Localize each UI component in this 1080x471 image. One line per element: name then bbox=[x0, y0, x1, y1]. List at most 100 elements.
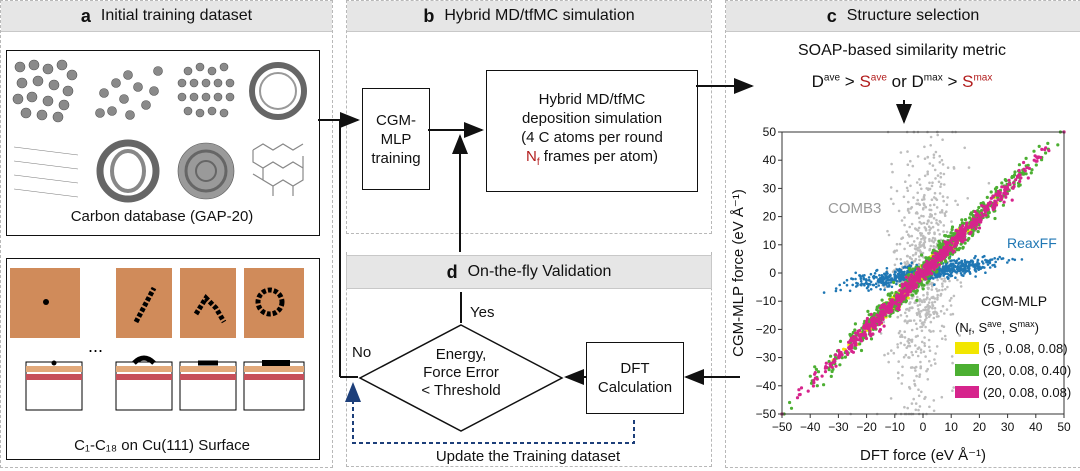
data-point bbox=[968, 272, 972, 275]
data-point bbox=[943, 334, 947, 338]
data-point bbox=[898, 270, 901, 274]
data-point bbox=[899, 277, 902, 280]
data-point bbox=[990, 258, 994, 261]
data-point bbox=[938, 233, 941, 236]
data-point bbox=[984, 271, 987, 274]
panel-c-title: Structure selection bbox=[846, 7, 980, 24]
data-point bbox=[943, 214, 947, 217]
data-point bbox=[903, 247, 906, 251]
data-point bbox=[919, 351, 923, 354]
data-point bbox=[931, 303, 934, 307]
data-point bbox=[937, 223, 940, 226]
data-point bbox=[904, 319, 907, 322]
data-point bbox=[922, 298, 926, 301]
data-point bbox=[896, 315, 900, 319]
data-point bbox=[951, 361, 954, 365]
data-point bbox=[940, 277, 943, 281]
data-point bbox=[927, 315, 931, 319]
cu-surface-caption: C₁-C₁₈ on Cu(111) Surface bbox=[74, 437, 250, 454]
data-point bbox=[918, 243, 921, 246]
data-point bbox=[903, 405, 906, 409]
data-point bbox=[913, 259, 917, 263]
data-point bbox=[903, 336, 907, 339]
data-point bbox=[864, 278, 868, 281]
data-point bbox=[971, 261, 974, 265]
data-point bbox=[958, 267, 961, 270]
nf-symbol: Nf bbox=[526, 148, 540, 168]
mlp-line-3: training bbox=[371, 149, 421, 167]
data-point bbox=[923, 344, 927, 348]
data-point bbox=[948, 299, 952, 302]
data-point bbox=[966, 197, 969, 200]
data-point bbox=[926, 219, 930, 223]
data-point bbox=[845, 283, 849, 287]
data-point bbox=[906, 340, 909, 343]
data-point bbox=[941, 282, 944, 285]
data-point bbox=[907, 356, 910, 359]
data-point bbox=[959, 285, 963, 288]
data-point bbox=[910, 222, 914, 226]
data-point bbox=[950, 271, 954, 274]
data-point bbox=[941, 265, 945, 268]
ellipsis-text: ... bbox=[88, 336, 103, 356]
data-point bbox=[941, 163, 945, 166]
data-point bbox=[912, 196, 915, 199]
data-point bbox=[895, 249, 899, 252]
data-point bbox=[886, 285, 889, 288]
data-point bbox=[924, 308, 927, 312]
data-point bbox=[929, 244, 933, 248]
data-point bbox=[917, 308, 920, 311]
data-point bbox=[924, 227, 928, 230]
data-point bbox=[890, 349, 893, 352]
data-point bbox=[958, 334, 961, 337]
data-point bbox=[932, 311, 935, 314]
data-point bbox=[959, 272, 963, 275]
data-point bbox=[934, 362, 937, 365]
data-point bbox=[895, 282, 898, 286]
data-point bbox=[908, 225, 911, 229]
data-point bbox=[920, 222, 923, 225]
mlp-line-2: MLP bbox=[380, 130, 412, 148]
data-point bbox=[943, 312, 946, 315]
data-point bbox=[973, 268, 977, 271]
data-point bbox=[886, 277, 889, 280]
data-point bbox=[962, 274, 965, 277]
data-point bbox=[963, 272, 966, 275]
data-point bbox=[944, 272, 947, 276]
data-point bbox=[945, 210, 948, 213]
data-point bbox=[883, 272, 886, 276]
data-point bbox=[911, 366, 914, 369]
data-point bbox=[848, 289, 852, 293]
data-point bbox=[926, 155, 929, 159]
data-point bbox=[839, 288, 842, 292]
data-point bbox=[943, 212, 947, 215]
data-point bbox=[972, 265, 975, 268]
data-point bbox=[941, 285, 944, 288]
data-point bbox=[943, 277, 946, 280]
data-point bbox=[914, 344, 917, 347]
data-point bbox=[923, 246, 926, 249]
graphene-sheet-icon bbox=[252, 143, 304, 196]
data-point bbox=[903, 216, 906, 219]
data-point bbox=[993, 257, 996, 260]
data-point bbox=[929, 204, 932, 207]
data-point bbox=[943, 267, 947, 270]
similarity-metric-formula: Dave > Save or Dmax > Smax bbox=[811, 72, 993, 91]
data-point bbox=[918, 183, 922, 187]
data-point bbox=[952, 167, 956, 170]
data-point bbox=[920, 187, 923, 191]
scatter-points bbox=[780, 130, 1066, 416]
data-point bbox=[911, 353, 914, 357]
data-point bbox=[932, 409, 936, 413]
data-point bbox=[921, 321, 924, 324]
data-point bbox=[834, 289, 838, 293]
cu-surface-illustration: ... bbox=[10, 268, 305, 411]
data-point bbox=[892, 202, 895, 206]
data-point bbox=[925, 222, 929, 226]
data-point bbox=[963, 260, 967, 264]
data-point bbox=[926, 291, 929, 294]
data-point bbox=[906, 150, 909, 153]
data-point bbox=[933, 300, 937, 304]
data-point bbox=[941, 270, 944, 274]
